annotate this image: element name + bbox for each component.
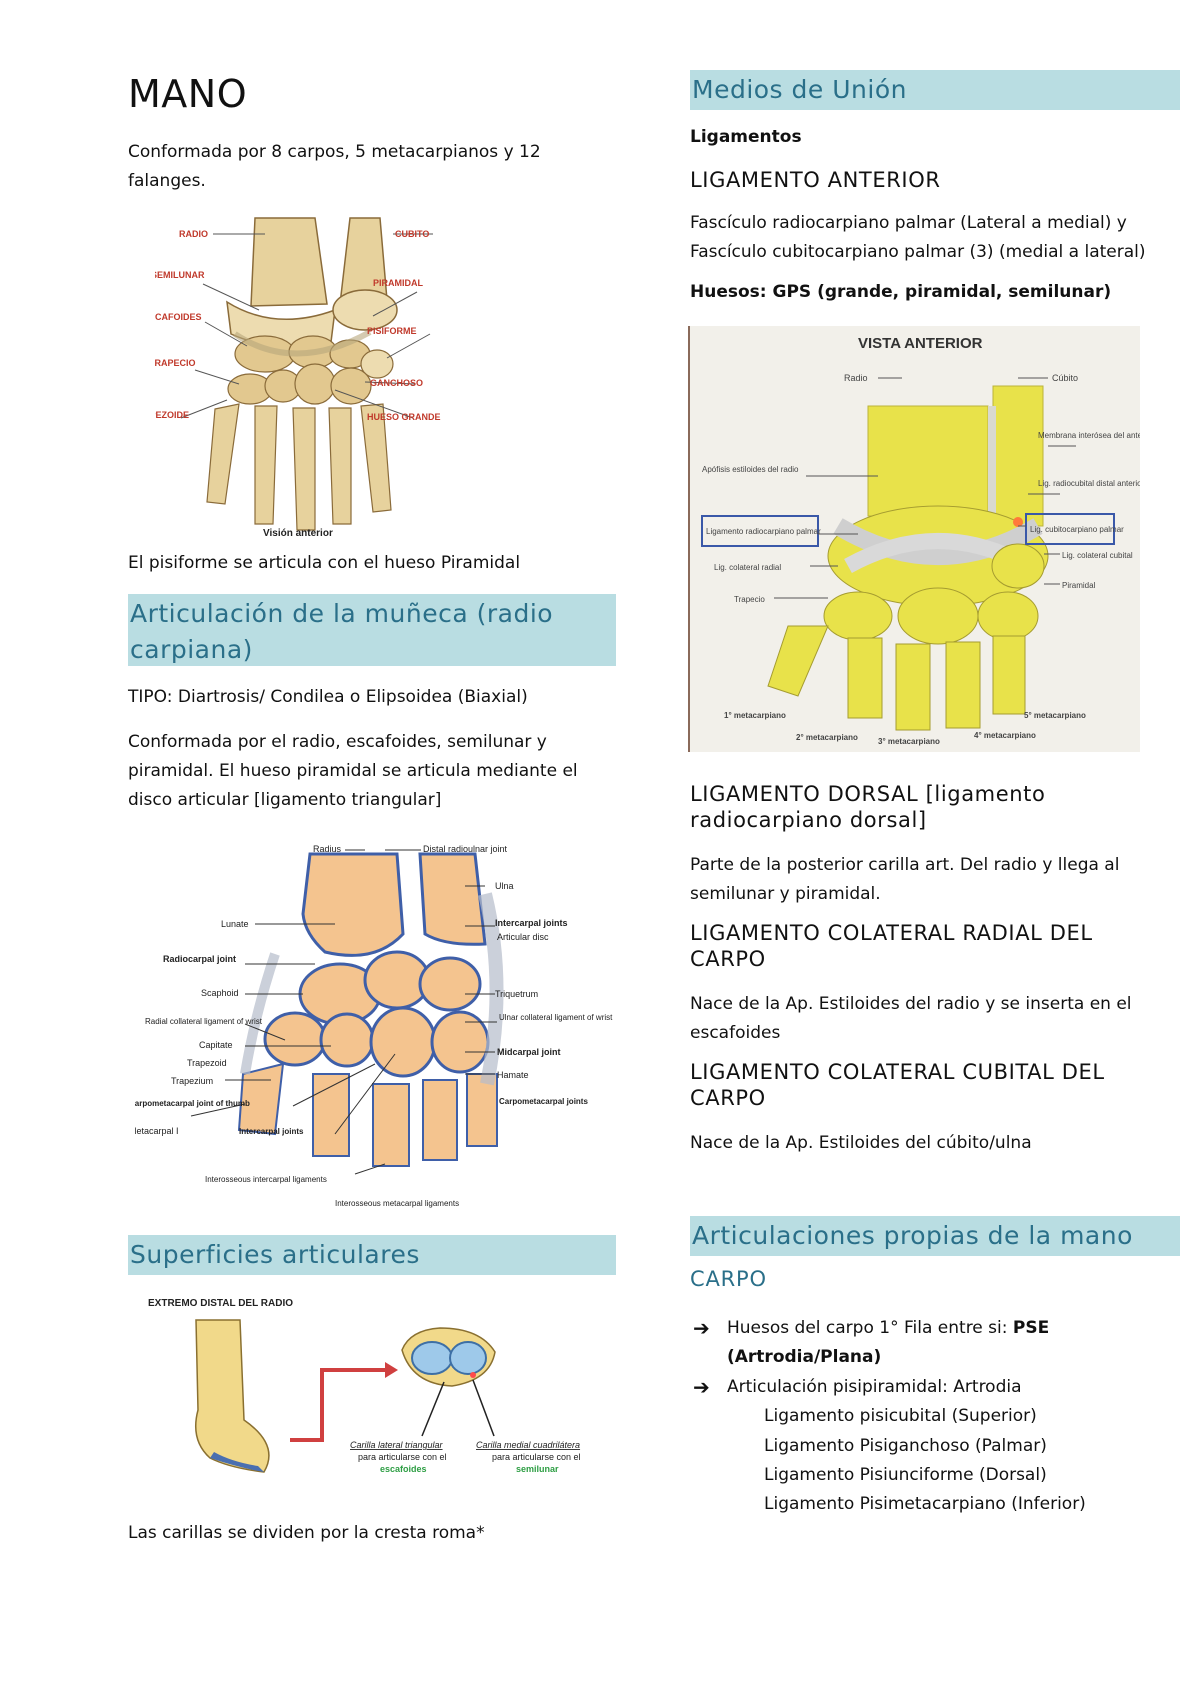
intro-text: Conformada por 8 carpos, 5 metacarpianos…	[128, 142, 541, 191]
fig4-label: Radio	[844, 373, 868, 383]
lig-anterior-desc: Fascículo radiocarpiano palmar (Lateral …	[690, 213, 1146, 262]
fig2-label: Midcarpal joint	[497, 1047, 561, 1057]
fig2-label: Radiocarpal joint	[163, 954, 236, 964]
fig4-label: Apófisis estiloides del radio	[702, 465, 799, 474]
sub-item: Ligamento pisicubital (Superior)	[764, 1406, 1037, 1426]
fig4-label: Cúbito	[1052, 373, 1078, 383]
fig3-med-1: Carilla medial cuadrilátera	[476, 1440, 580, 1450]
tipo-label: TIPO:	[128, 687, 173, 707]
fig1-label: PIRAMIDAL	[373, 278, 423, 288]
fig2-label: Articular disc	[497, 932, 549, 942]
fig2-label: Distal radioulnar joint	[423, 844, 508, 854]
fig1-caption: Visión anterior	[263, 528, 333, 539]
fig1-label: TRAPECIO	[155, 358, 196, 368]
section-medios-union: Medios de Unión	[690, 70, 1180, 110]
fig2-label: Lunate	[221, 919, 249, 929]
fig2-label: Hamate	[497, 1070, 529, 1080]
fig2-label: Intercarpal joints	[239, 1127, 304, 1136]
fig3-lat-3: escafoides	[380, 1464, 427, 1474]
fig4-title: VISTA ANTERIOR	[858, 335, 983, 352]
fig1-label: RADIO	[179, 229, 208, 239]
fig4-label: 3° metacarpiano	[878, 737, 940, 746]
fig2-label: Triquetrum	[495, 989, 538, 999]
page-title: MANO	[128, 72, 248, 116]
sub-item: Ligamento Pisiganchoso (Palmar)	[764, 1436, 1047, 1456]
muneca-description: Conformada por el radio, escafoides, sem…	[128, 732, 578, 810]
fig2-label: Capitate	[199, 1040, 233, 1050]
arrow-bullet-icon: ➔	[693, 1375, 710, 1399]
fig2-label: Interosseous intercarpal ligaments	[205, 1175, 327, 1184]
distal-radius-figure: EXTREMO DISTAL DEL RADIO Carilla lateral…	[140, 1290, 620, 1500]
fig3-med-2: para articularse con el	[492, 1452, 581, 1462]
fig4-label: 2° metacarpiano	[796, 733, 858, 742]
sub-item: Ligamento Pisiunciforme (Dorsal)	[764, 1465, 1047, 1485]
heading-lig-colateral-cubital: LIGAMENTO COLATERAL CUBITAL DEL CARPO	[690, 1060, 1105, 1110]
fig4-label: Piramidal	[1062, 581, 1096, 590]
fig4-label: Lig. colateral cubital	[1062, 551, 1133, 560]
bullet-item: ➔ Articulación pisipiramidal: Artrodia	[693, 1373, 1167, 1402]
fig3-med-3: semilunar	[516, 1464, 559, 1474]
lig-colateral-radial-desc: Nace de la Ap. Estiloides del radio y se…	[690, 994, 1132, 1043]
tipo-value: Diartrosis/ Condilea o Elipsoidea (Biaxi…	[177, 687, 528, 707]
carillas-note: Las carillas se dividen por la cresta ro…	[128, 1523, 485, 1543]
fig4-label: 1° metacarpiano	[724, 711, 786, 720]
fig2-label: Ulna	[495, 881, 514, 891]
fig2-label: Metacarpal I	[135, 1126, 179, 1136]
fig2-label: Radial collateral ligament of wrist	[145, 1017, 263, 1026]
tipo-line: TIPO: Diartrosis/ Condilea o Elipsoidea …	[128, 683, 608, 712]
heading-lig-dorsal: LIGAMENTO DORSAL [ligamento radiocarpian…	[690, 782, 1046, 832]
heading-carpo: CARPO	[690, 1267, 767, 1291]
fig3-title: EXTREMO DISTAL DEL RADIO	[148, 1298, 293, 1309]
heading-lig-anterior: LIGAMENTO ANTERIOR	[690, 168, 941, 192]
wrist-joints-figure: Radius Distal radioulnar joint Ulna Luna…	[135, 834, 615, 1209]
fig4-label: 4° metacarpiano	[974, 731, 1036, 740]
section-superficies: Superficies articulares	[128, 1235, 616, 1275]
fig4-label: Lig. radiocubital distal anterior	[1038, 479, 1140, 488]
fig4-label: Lig. cubitocarpiano palmar	[1030, 525, 1124, 534]
fig1-label: SEMILUNAR	[155, 270, 205, 280]
arrow-bullet-icon: ➔	[693, 1316, 710, 1340]
fig4-label: Ligamento radiocarpiano palmar	[706, 527, 821, 536]
fig4-label: Membrana interósea del antebrazo	[1038, 431, 1140, 440]
section-muneca: Articulación de la muñeca (radio carpian…	[128, 594, 616, 666]
fig2-label: Scaphoid	[201, 988, 239, 998]
fig2-label: Interosseous metacarpal ligaments	[335, 1199, 459, 1208]
wrist-bones-figure: RADIO CUBITO SEMILUNAR PIRAMIDAL ESCAFOI…	[155, 214, 485, 540]
fig1-label: GANCHOSO	[370, 378, 423, 388]
lig-colateral-cubital-desc: Nace de la Ap. Estiloides del cúbito/uln…	[690, 1133, 1032, 1153]
fig2-label: Carpometacarpal joints	[499, 1097, 588, 1106]
pisiforme-note: El pisiforme se articula con el hueso Pi…	[128, 553, 521, 573]
ligamentos-label: Ligamentos	[690, 127, 802, 147]
fig3-lat-2: para articularse con el	[358, 1452, 447, 1462]
fig3-lat-1: Carilla lateral triangular	[350, 1440, 444, 1450]
fig4-label: Lig. colateral radial	[714, 563, 781, 572]
fig1-label: ESCAFOIDES	[155, 312, 202, 322]
fig1-label: HUESO GRANDE	[367, 412, 441, 422]
fig1-label: CUBITO	[395, 229, 429, 239]
fig2-label: Trapezium	[171, 1076, 213, 1086]
section-articulaciones-propias: Articulaciones propias de la mano	[690, 1216, 1180, 1256]
fig4-label: 5° metacarpiano	[1024, 711, 1086, 720]
fig2-label: Carpometacarpal joint of thumb	[135, 1099, 250, 1108]
fig2-label: Ulnar collateral ligament of wrist	[499, 1013, 613, 1022]
heading-lig-colateral-radial: LIGAMENTO COLATERAL RADIAL DEL CARPO	[690, 921, 1093, 971]
fig2-label: Radius	[313, 844, 342, 854]
sub-item: Ligamento Pisimetacarpiano (Inferior)	[764, 1494, 1086, 1514]
fig2-label: Trapezoid	[187, 1058, 227, 1068]
fig1-label: PISIFORME	[367, 326, 417, 336]
vista-anterior-figure: VISTA ANTERIOR	[688, 326, 1140, 752]
fig2-label: Intercarpal joints	[495, 918, 568, 928]
fig1-label: TRAPEZOIDE	[155, 410, 189, 420]
fig4-label: Trapecio	[734, 595, 765, 604]
lig-dorsal-desc: Parte de la posterior carilla art. Del r…	[690, 855, 1120, 904]
bullet-item: ➔ Huesos del carpo 1° Fila entre si: PSE…	[693, 1316, 1050, 1367]
huesos-gps: Huesos: GPS (grande, piramidal, semiluna…	[690, 282, 1112, 302]
